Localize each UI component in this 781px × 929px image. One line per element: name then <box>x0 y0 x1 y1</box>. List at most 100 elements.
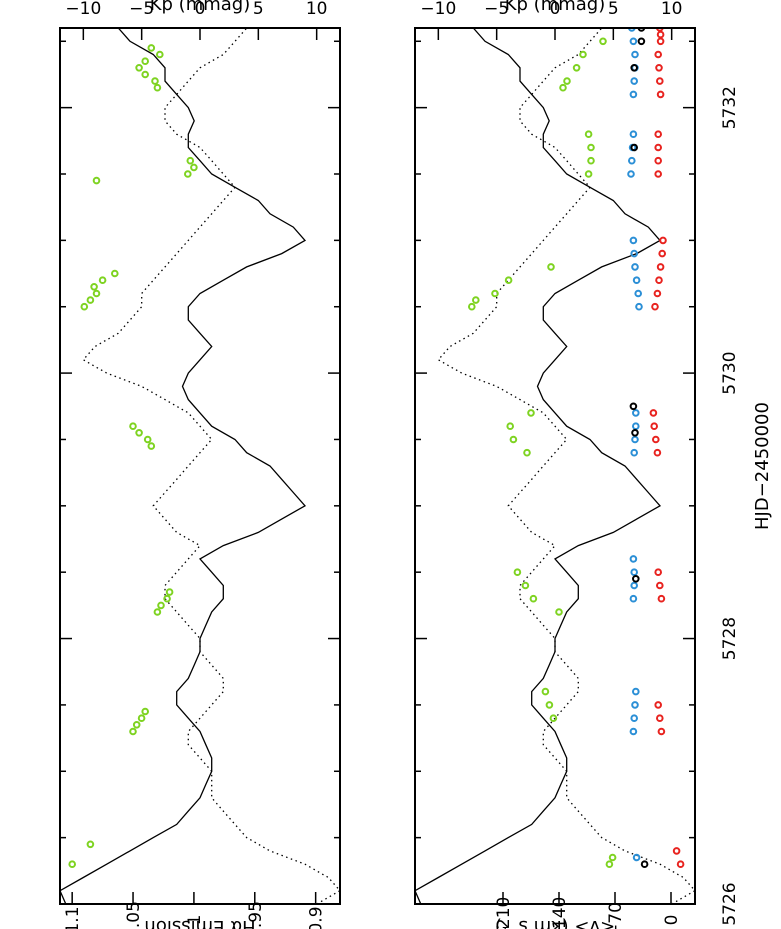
data-point <box>559 83 567 92</box>
data-point <box>640 860 649 868</box>
data-point <box>186 156 195 165</box>
data-point <box>529 594 538 603</box>
data-point <box>92 289 101 298</box>
data-point <box>654 50 663 59</box>
y-left-tick-label: 0 <box>662 915 682 926</box>
series-bottom-points-4 <box>629 28 649 868</box>
data-point <box>629 555 638 563</box>
data-point <box>90 282 98 291</box>
data-point <box>654 143 663 152</box>
data-point <box>165 588 174 596</box>
data-point <box>513 568 522 576</box>
plot-frame-bottom <box>414 27 696 905</box>
data-point <box>605 860 614 868</box>
data-point <box>654 170 663 178</box>
y-right-tick-label: −5 <box>129 0 154 19</box>
data-point <box>587 143 595 152</box>
data-point <box>153 83 162 92</box>
data-point <box>541 687 550 696</box>
data-point <box>629 130 638 138</box>
data-point <box>637 28 646 32</box>
data-point <box>659 236 667 245</box>
data-point <box>655 276 663 284</box>
data-point <box>141 70 149 79</box>
data-point <box>631 701 639 709</box>
data-point <box>632 687 640 696</box>
data-point <box>631 263 639 271</box>
data-point <box>111 269 119 278</box>
data-point <box>129 422 137 430</box>
data-point <box>629 90 638 99</box>
data-point <box>628 28 636 32</box>
data-point <box>657 727 666 736</box>
data-point <box>630 249 639 258</box>
data-point <box>163 594 171 603</box>
data-point <box>156 50 164 59</box>
data-point <box>653 289 662 298</box>
data-point <box>92 176 101 185</box>
data-point <box>151 77 159 85</box>
chart-panel-bottom: 5726572857305732HJD−24500000−70−140−210<… <box>414 0 773 929</box>
y-left-tick-label: 1.1 <box>63 906 83 929</box>
y-right-tick-label: 0 <box>195 0 206 19</box>
y-left-tick-label: −140 <box>550 897 570 929</box>
data-point <box>608 853 617 862</box>
x-tick-label: 5726 <box>720 882 740 925</box>
data-point <box>630 63 639 72</box>
data-point <box>630 581 639 590</box>
data-point <box>630 77 639 85</box>
data-point <box>468 302 476 311</box>
data-point <box>80 302 89 311</box>
series-bottom-points-5 <box>468 37 617 868</box>
y-left-tick-label: 0.9 <box>307 906 327 929</box>
series-bottom-points-2 <box>649 28 685 868</box>
data-point <box>157 601 165 610</box>
data-point <box>649 409 658 417</box>
data-point <box>527 409 535 417</box>
data-point <box>651 302 659 311</box>
data-point <box>587 156 595 165</box>
data-point <box>190 163 198 172</box>
series-top-points-2 <box>68 44 198 868</box>
y-right-tick-label: 0 <box>550 0 561 19</box>
data-point <box>547 263 555 271</box>
y-left-tick-label: −70 <box>606 902 626 929</box>
data-point <box>599 37 607 46</box>
data-point <box>632 409 640 417</box>
data-point <box>629 594 638 603</box>
data-point <box>656 37 665 46</box>
data-point <box>147 44 156 52</box>
x-tick-label: 5732 <box>720 86 740 129</box>
data-point <box>637 37 646 46</box>
y-left-axis-title: <v> (km s⁻¹) <box>495 916 615 929</box>
data-point <box>147 442 156 450</box>
data-point <box>141 707 149 716</box>
y-left-tick-label: 0.95 <box>246 901 266 929</box>
data-point <box>98 276 107 284</box>
plot-frame-top <box>59 27 341 905</box>
data-point <box>86 296 95 304</box>
data-point <box>656 581 664 590</box>
data-point <box>509 435 518 444</box>
data-point <box>629 402 638 411</box>
data-point <box>657 594 666 603</box>
data-point <box>555 608 563 616</box>
data-point <box>584 170 593 178</box>
data-point <box>523 448 531 457</box>
data-point <box>632 574 640 583</box>
data-point <box>632 422 640 430</box>
y-right-axis-title: Kp (mmag) <box>505 0 606 15</box>
y-right-axis-title: Kp (mmag) <box>150 0 251 15</box>
data-point <box>545 701 554 709</box>
data-point <box>655 63 663 72</box>
data-point <box>506 422 515 430</box>
y-right-tick-label: −10 <box>65 0 101 19</box>
data-point <box>132 721 141 729</box>
data-point <box>653 448 662 457</box>
data-point <box>656 30 665 39</box>
y-right-tick-label: −5 <box>484 0 509 19</box>
y-right-tick-label: −10 <box>420 0 456 19</box>
data-point <box>628 156 636 165</box>
data-point <box>634 289 643 298</box>
